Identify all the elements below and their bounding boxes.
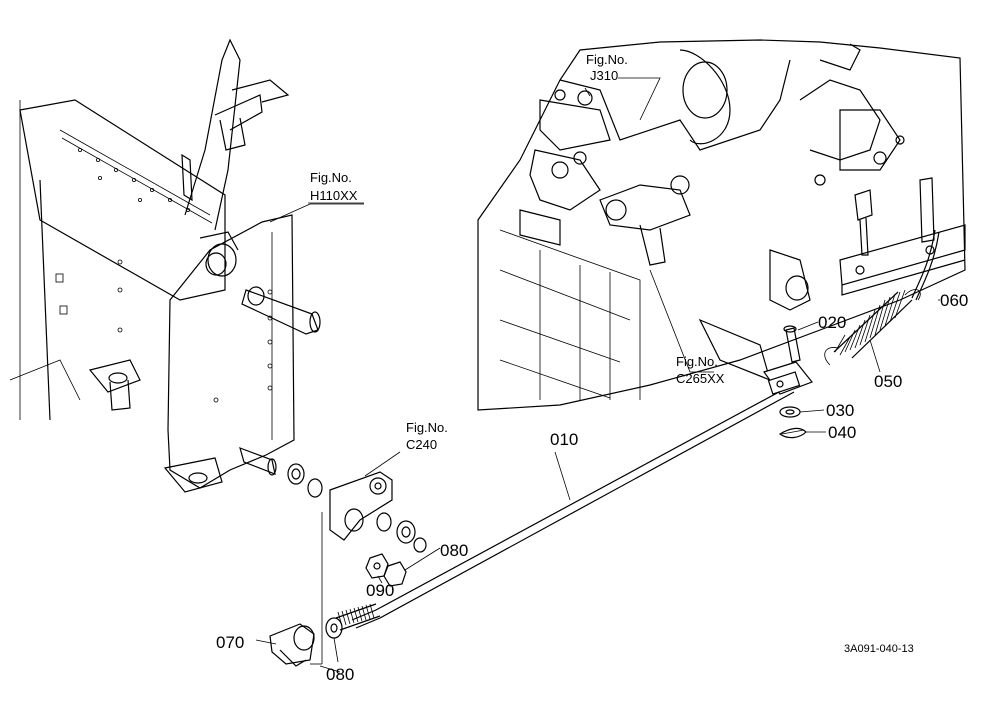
fig-ref-title: Fig.No. (676, 354, 718, 369)
fig-ref-title: Fig.No. (586, 52, 628, 67)
fig-ref-title: Fig.No. (406, 420, 448, 435)
right-block-drawing (477, 39, 966, 411)
part-label-040[interactable]: 040 (828, 423, 856, 442)
fig-ref-j310: Fig.No. J310 (586, 52, 628, 83)
leader-lines (255, 77, 940, 673)
part-label-020[interactable]: 020 (818, 313, 846, 332)
fig-ref-c265xx: Fig.No. C265XX (676, 354, 725, 386)
part-label-080-upper[interactable]: 080 (440, 541, 468, 560)
fig-ref-code: C240 (406, 437, 437, 452)
part-label-070[interactable]: 070 (216, 633, 244, 652)
fig-ref-c240: Fig.No. C240 (406, 420, 448, 452)
drawing-code: 3A091-040-13 (844, 643, 914, 655)
part-label-060[interactable]: 060 (940, 291, 968, 310)
fig-ref-code: C265XX (676, 371, 725, 386)
part-label-090[interactable]: 090 (366, 581, 394, 600)
part-label-080-lower[interactable]: 080 (326, 665, 354, 684)
part-label-030[interactable]: 030 (826, 401, 854, 420)
part-label-010[interactable]: 010 (550, 430, 578, 449)
lower-hardware-drawing (239, 447, 427, 667)
spring-050-drawing (824, 229, 940, 366)
fig-ref-code: J310 (590, 68, 618, 83)
fig-ref-title: Fig.No. (310, 170, 352, 185)
left-frame-drawing (9, 38, 321, 493)
rod-010-drawing (335, 325, 813, 631)
fig-ref-h110xx: Fig.No. H110XX (308, 170, 364, 204)
part-label-050[interactable]: 050 (874, 372, 902, 391)
fig-ref-code: H110XX (310, 188, 358, 203)
